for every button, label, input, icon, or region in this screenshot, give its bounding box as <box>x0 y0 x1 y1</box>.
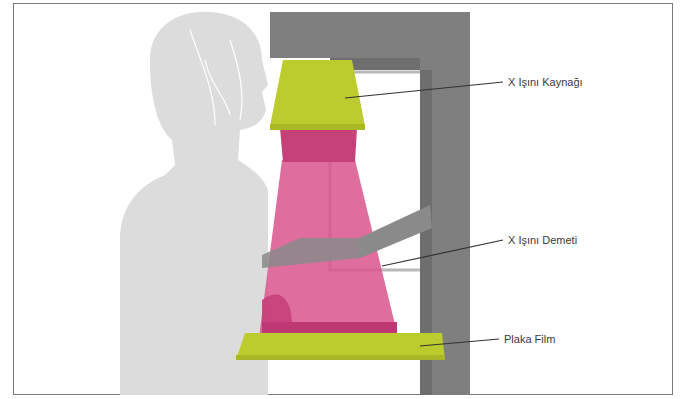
xray-source <box>270 60 365 126</box>
breast-tissue <box>262 295 292 322</box>
source-rim <box>270 124 365 130</box>
hair-lines <box>190 30 242 125</box>
paddle-arm <box>355 205 432 258</box>
film-plate <box>236 333 445 360</box>
beam-collimator <box>280 128 357 162</box>
plate-edge <box>236 355 445 360</box>
compression-paddle <box>262 238 360 268</box>
leader-lines <box>345 82 503 346</box>
xray-beam <box>258 160 400 345</box>
part-label: X Işını Demeti <box>508 234 577 247</box>
part-label: X Işını Kaynağı <box>508 76 583 89</box>
frame-border <box>14 4 673 395</box>
part-label: Plaka Film <box>504 333 555 346</box>
